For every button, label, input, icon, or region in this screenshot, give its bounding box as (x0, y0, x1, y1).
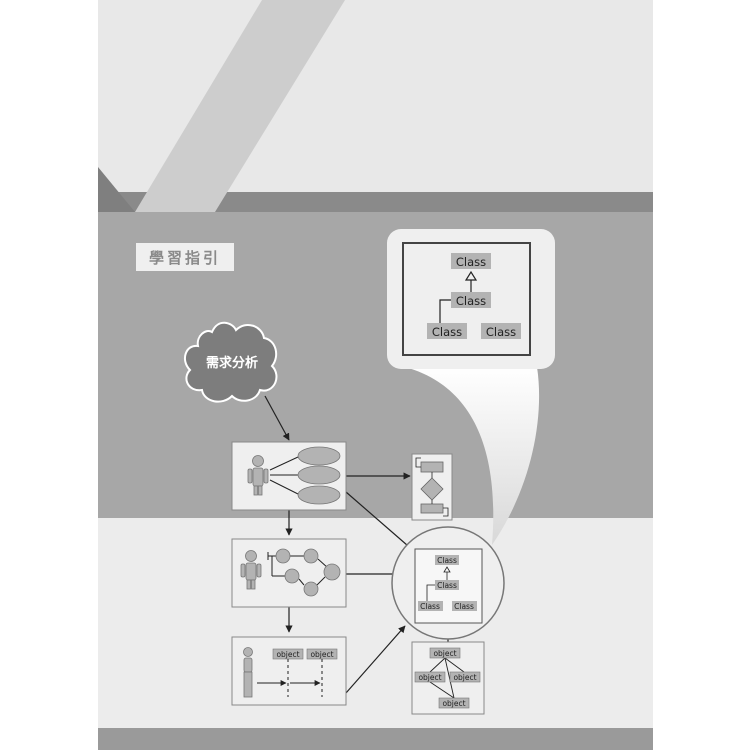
svg-text:Class: Class (437, 556, 457, 565)
object-diagram-box: object object object object (411, 641, 485, 715)
svg-text:object: object (433, 649, 456, 658)
callout-bubble: Class Class Class Class (387, 229, 555, 545)
svg-text:Class: Class (454, 602, 474, 611)
svg-text:Class: Class (486, 325, 516, 339)
svg-text:Class: Class (420, 602, 440, 611)
sequence-box: object object (231, 636, 347, 706)
activity-box (231, 538, 347, 608)
diagonal-stripe (135, 0, 345, 212)
callout-class-left (427, 323, 467, 339)
actor-icon (247, 455, 269, 496)
guide-label: 學習指引 (149, 249, 221, 267)
svg-text:object: object (310, 650, 333, 659)
svg-text:Class: Class (432, 325, 462, 339)
guide-label-box: 學習指引 (136, 243, 234, 271)
background (98, 0, 653, 750)
actor-icon (243, 647, 253, 698)
callout-class-right (481, 323, 521, 339)
class-diagram-circle: Class Class Class Class (391, 526, 505, 640)
svg-text:Class: Class (437, 581, 457, 590)
callout-class-mid (451, 292, 491, 308)
svg-text:object: object (453, 673, 476, 682)
cloud-label: 需求分析 (206, 355, 258, 371)
flowchart-box (411, 453, 453, 521)
callout-class-top (451, 253, 491, 269)
requirements-cloud: 需求分析 (183, 321, 278, 403)
svg-text:object: object (276, 650, 299, 659)
svg-text:object: object (418, 673, 441, 682)
connectors (264, 395, 452, 694)
svg-text:Class: Class (456, 255, 486, 269)
actor-icon (240, 550, 262, 590)
svg-text:Class: Class (456, 294, 486, 308)
svg-text:object: object (442, 699, 465, 708)
use-case-box (231, 441, 347, 511)
